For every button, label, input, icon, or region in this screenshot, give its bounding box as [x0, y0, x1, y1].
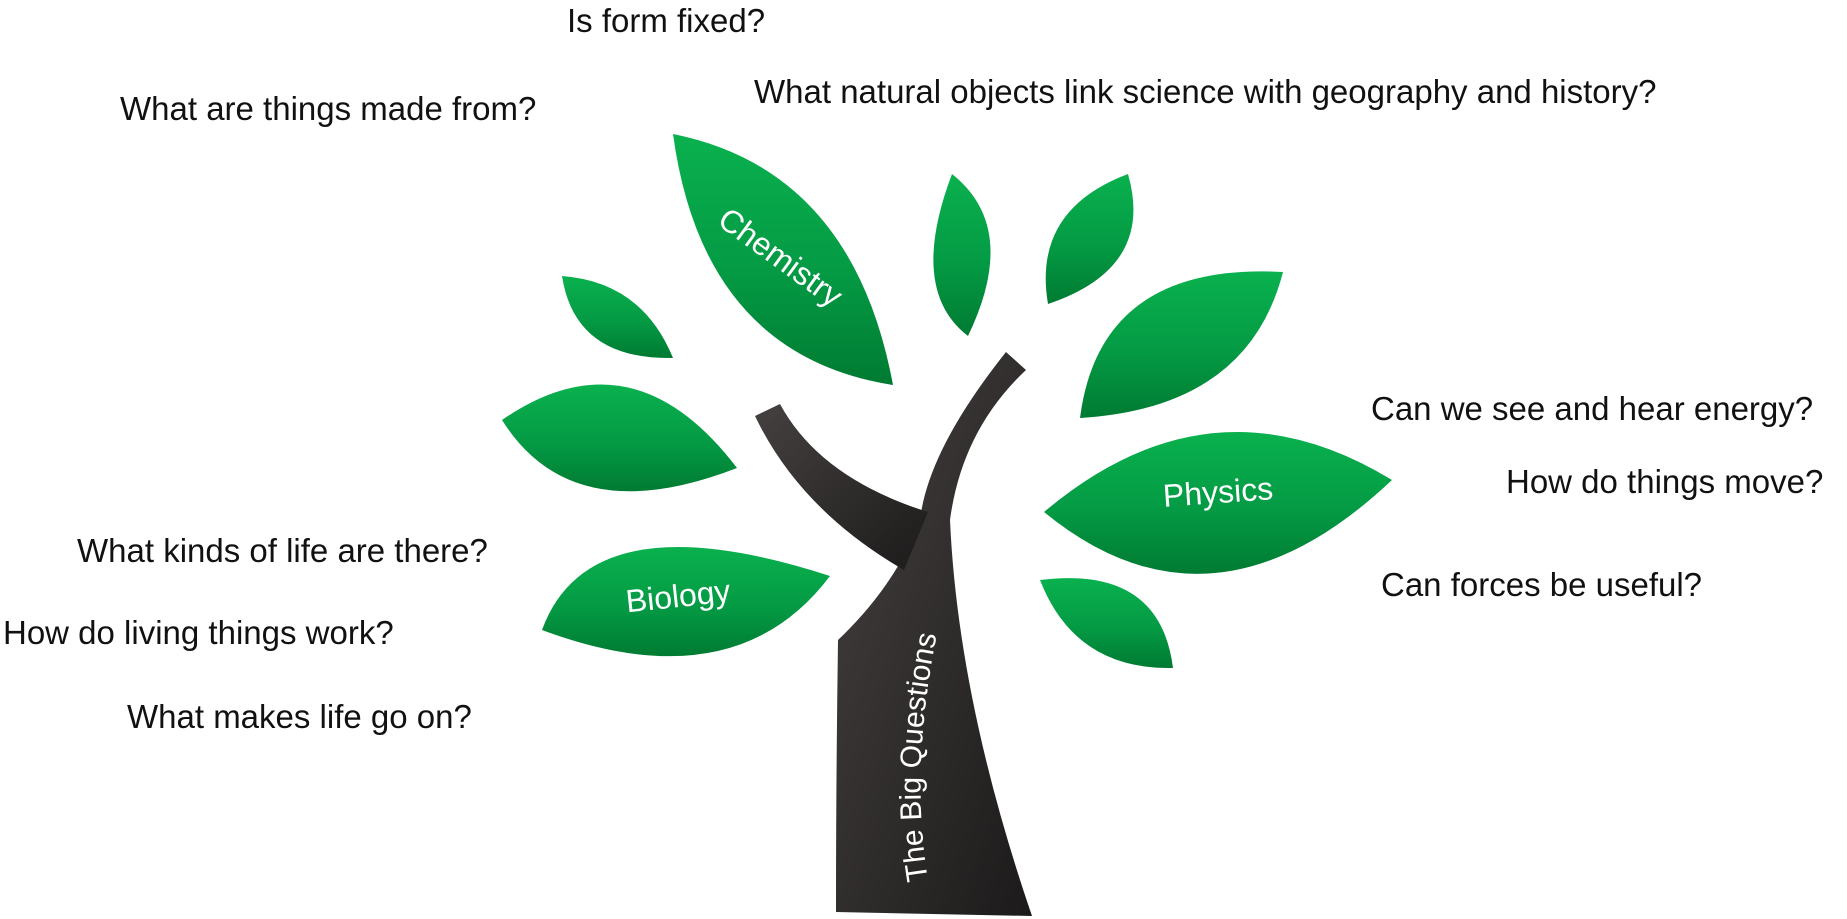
leaf-physics: [1044, 431, 1392, 574]
question-how-things-move: How do things move?: [1506, 463, 1824, 500]
tree-trunk: [836, 352, 1032, 916]
leaf-top-center: [933, 174, 991, 336]
leaf-right-large: [1080, 271, 1283, 418]
leaf-chemistry: [673, 134, 893, 385]
question-see-hear-energy: Can we see and hear energy?: [1371, 390, 1814, 427]
question-is-form-fixed: Is form fixed?: [567, 2, 766, 39]
question-life-go-on: What makes life go on?: [127, 698, 472, 735]
question-forces-useful: Can forces be useful?: [1381, 566, 1703, 603]
tree-branch-left: [755, 404, 928, 570]
question-things-made-from: What are things made from?: [120, 90, 537, 127]
branch-label-physics: Physics: [1162, 470, 1274, 514]
question-kinds-of-life: What kinds of life are there?: [77, 532, 488, 569]
question-natural-objects: What natural objects link science with g…: [754, 73, 1657, 110]
leaf-top-right: [1045, 174, 1134, 304]
leaf-biology: [542, 547, 830, 657]
leaf-lower-right-small: [1040, 578, 1173, 669]
leaf-left-middle: [502, 384, 737, 492]
question-living-things-work: How do living things work?: [3, 614, 394, 651]
leaf-upper-left-small: [562, 276, 673, 359]
